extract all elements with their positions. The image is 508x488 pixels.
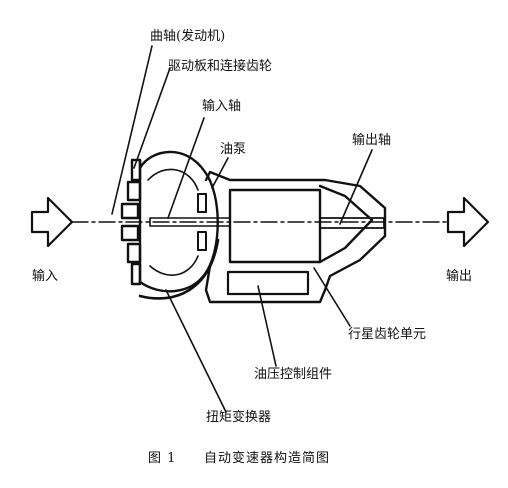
- output-arrow: [446, 196, 490, 248]
- label-oil-pump: 油泵: [220, 142, 247, 157]
- torque-converter-inner: [147, 168, 199, 276]
- label-planetary-gear-unit: 行星齿轮单元: [348, 327, 427, 342]
- label-torque-converter: 扭矩变换器: [206, 410, 272, 425]
- planetary-gear-unit: [228, 188, 322, 264]
- label-input: 输入: [32, 269, 59, 284]
- output-cone: [318, 184, 374, 264]
- label-hydraulic-control: 油压控制组件: [254, 367, 333, 382]
- output-shaft: [319, 217, 385, 229]
- input-arrow: [30, 196, 74, 248]
- label-output: 输出: [446, 269, 473, 284]
- oil-pump-upper: [197, 193, 207, 213]
- leader-lines: [111, 45, 373, 413]
- label-crankshaft: 曲轴(发动机): [150, 29, 226, 44]
- main-casing: [204, 170, 387, 304]
- figure-number: 图 1: [148, 451, 177, 466]
- torque-converter-outer: [138, 238, 220, 300]
- figure-caption: 自动变速器构造简图: [204, 451, 331, 466]
- label-drive-plate: 驱动板和连接齿轮: [168, 59, 273, 74]
- oil-pump-lower: [197, 231, 207, 251]
- label-output-shaft: 输出轴: [352, 133, 392, 148]
- hydraulic-control-assembly: [226, 270, 310, 296]
- torque-converter-housing: [138, 150, 219, 293]
- label-input-shaft: 输入轴: [202, 99, 242, 114]
